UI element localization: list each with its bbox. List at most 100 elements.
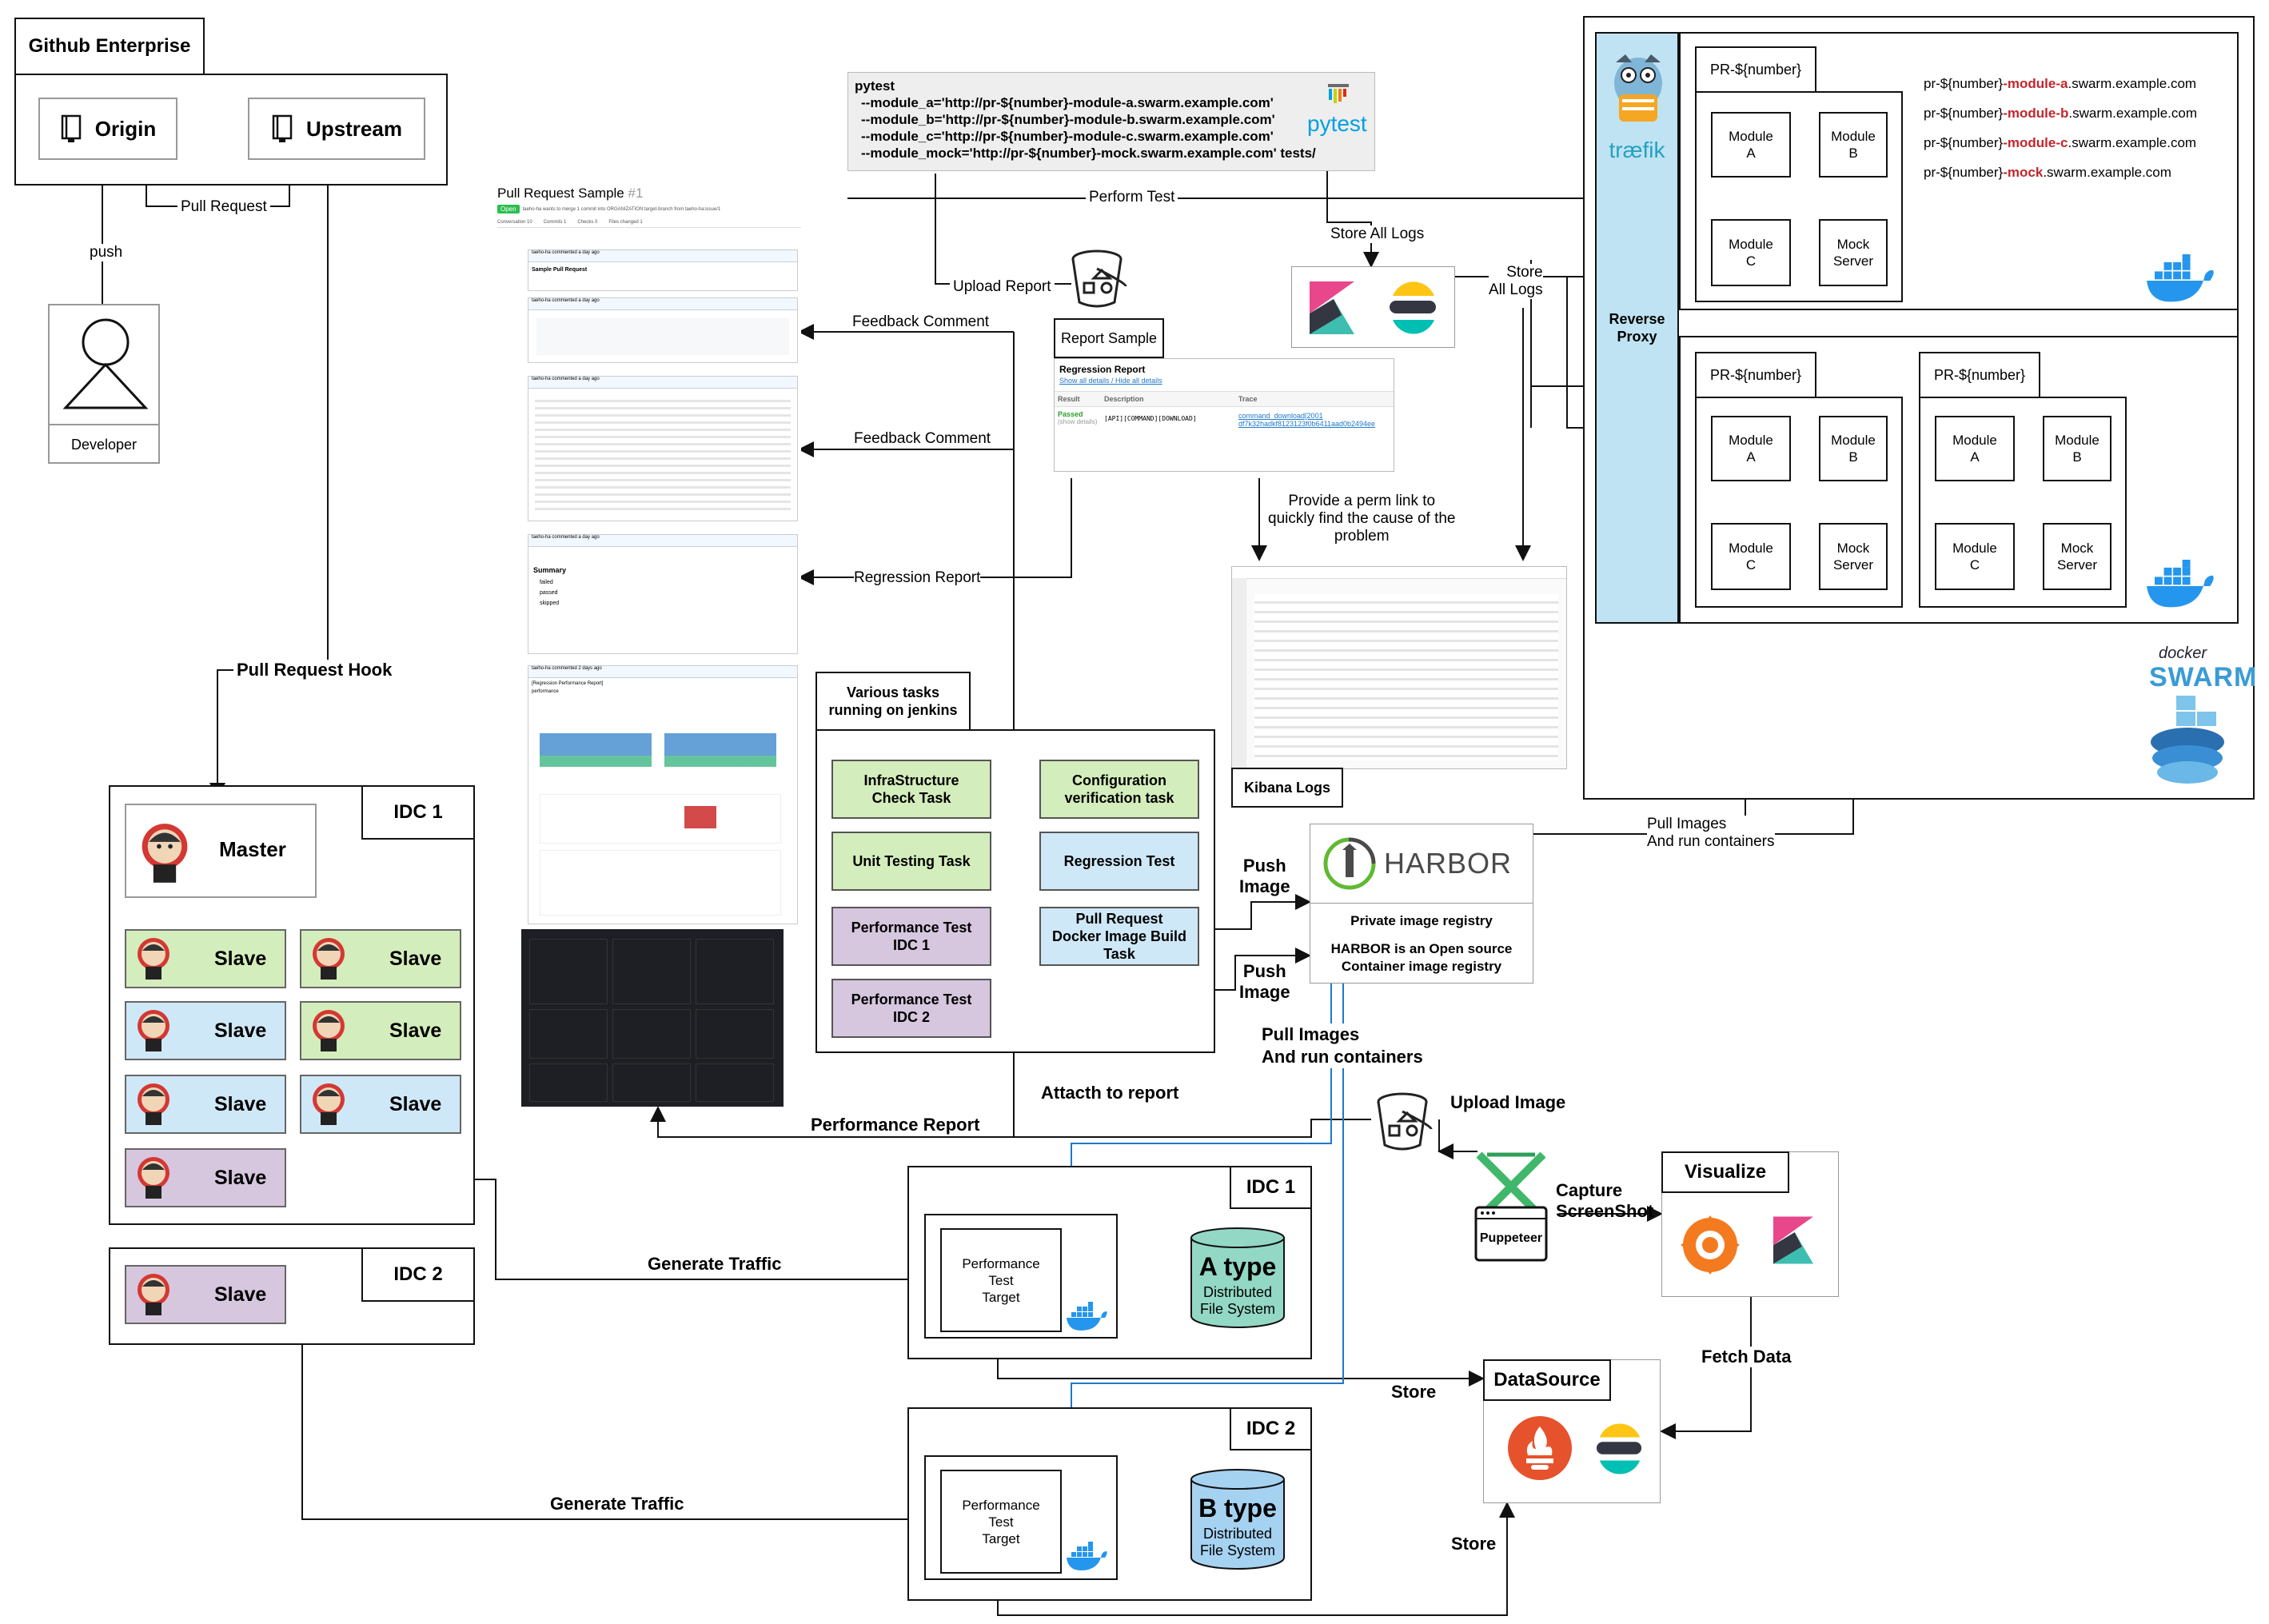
grafana-icon <box>1681 1215 1740 1275</box>
repo-icon <box>61 114 81 142</box>
harbor-icon <box>1323 837 1376 890</box>
harbor-registry: HARBOR Private image registry HARBOR is … <box>1310 824 1533 984</box>
module-b: Module B <box>1819 416 1888 481</box>
slave-label: Slave <box>389 1019 442 1042</box>
kibana-logs-label: Kibana Logs <box>1243 779 1330 796</box>
jenkins-idc2-tab: IDC 2 <box>361 1247 475 1302</box>
docker-icon <box>2147 254 2214 302</box>
slave-label: Slave <box>214 1166 267 1189</box>
url-item: pr-${number}-mock.swarm.example.com <box>1924 158 2197 187</box>
slave-node: Slave <box>125 1001 286 1060</box>
perm-link-label: Provide a perm link to quickly find the … <box>1268 493 1456 545</box>
pytest-line: --module_b='http://pr-${number}-module-b… <box>861 112 1275 127</box>
pr-number-tab: PR-${number} <box>1695 46 1816 93</box>
task-label: Configuration verification task <box>1064 772 1174 806</box>
pytest-logo-text: pytest <box>1307 111 1367 136</box>
github-title-text: Github Enterprise <box>28 35 191 57</box>
show-details-link[interactable]: (show details) <box>1058 418 1098 425</box>
mock-server: Mock Server <box>1819 219 1888 286</box>
push-image-label: Push Image <box>1239 961 1290 1003</box>
comment-header: taeho-ha commented a day ago <box>528 377 797 389</box>
slave-label: Slave <box>214 1019 267 1042</box>
datasource-tab: DataSource <box>1483 1359 1611 1401</box>
perf-report-sub: performance <box>532 689 559 694</box>
pr-tab: Conversation 10 <box>497 220 532 225</box>
task-configuration-verification: Configuration verification task <box>1039 760 1199 819</box>
target-label: Performance Test Target <box>962 1255 1040 1305</box>
capture-screenshot-label: Capture ScreenShot <box>1556 1180 1654 1221</box>
jenkins-icon <box>138 1274 169 1315</box>
slave-label: Slave <box>214 1092 267 1115</box>
perf-report-title: [Regression Performance Report] <box>532 681 604 686</box>
task-label: Unit Testing Task <box>852 853 971 869</box>
upload-report-label: Upload Report <box>950 278 1055 296</box>
test-description: [API][COMMAND][DOWNLOAD] <box>1104 415 1197 422</box>
swarm-logo-docker-text: docker <box>2159 644 2207 662</box>
show-hide-details-link[interactable]: Show all details / Hide all details <box>1059 377 1162 385</box>
jenkins-icon <box>138 1010 169 1051</box>
target-label: Performance Test Target <box>962 1497 1040 1546</box>
comment-header: taeho-ha commented a day ago <box>528 250 797 262</box>
performance-test-target: Performance Test Target <box>940 1228 1062 1332</box>
task-label: Performance Test IDC 2 <box>851 992 972 1025</box>
pull-request-label: Pull Request <box>177 198 270 216</box>
task-label: InfraStructure Check Task <box>863 772 959 806</box>
pytest-line: pytest <box>855 78 895 94</box>
report-row: Passed(show details) [API][COMMAND][DOWN… <box>1055 407 1394 433</box>
module-a: Module A <box>1711 416 1791 481</box>
module-label: Module A <box>1729 433 1773 465</box>
store-label: Store <box>1391 1382 1437 1402</box>
summary-item: failed <box>540 580 553 585</box>
pytest-command: pytest --module_a='http://pr-${number}-m… <box>855 78 1316 162</box>
store-all-logs-label: Store All Logs <box>1327 225 1428 243</box>
reverse-proxy-column: træfik Reverse Proxy <box>1595 32 1679 624</box>
summary-item: passed <box>540 590 558 596</box>
regression-report-label: Regression Report <box>854 569 981 587</box>
slave-node: Slave <box>300 1075 461 1134</box>
harbor-description-2: HARBOR is an Open source Container image… <box>1330 941 1513 974</box>
jenkins-master: Master <box>125 804 317 898</box>
puppeteer-icon <box>1474 1151 1548 1262</box>
origin-label: Origin <box>94 116 157 141</box>
comment-header: taeho-ha commented 2 days ago <box>528 666 797 678</box>
task-label: Performance Test IDC 1 <box>851 920 972 953</box>
attach-report-label: Attacth to report <box>1041 1083 1179 1103</box>
slave-label: Slave <box>214 1283 267 1306</box>
feedback-comment-label: Feedback Comment <box>854 430 991 448</box>
pr-number-tab: PR-${number} <box>1695 352 1816 398</box>
mock-server: Mock Server <box>2043 523 2111 590</box>
pr-comment-card: taeho-ha commented a day ago <box>528 376 798 521</box>
col-description: Description <box>1104 395 1144 403</box>
jenkins-icon <box>142 824 188 883</box>
url-highlight: -mock <box>2003 165 2044 180</box>
slave-node: Slave <box>125 929 286 988</box>
slave-node: Slave <box>125 1148 286 1207</box>
docker-icon <box>1067 1542 1107 1570</box>
database-cylinder-icon <box>1190 1227 1285 1328</box>
kibana-logs-tab: Kibana Logs <box>1231 768 1343 808</box>
passed-status: Passed <box>1058 410 1083 418</box>
puppeteer-label: Puppeteer <box>1479 1231 1543 1245</box>
module-c: Module C <box>1711 523 1791 590</box>
push-label: push <box>86 244 126 261</box>
harbor-description: Private image registry <box>1350 913 1493 928</box>
pr-number-tab: PR-${number} <box>1919 352 2040 398</box>
developer-icon <box>62 318 149 409</box>
upload-image-label: Upload Image <box>1450 1092 1566 1112</box>
trace-link[interactable]: command_download[2001 <box>1238 412 1323 420</box>
store-all-logs-swarm-label: Store All Logs <box>1489 264 1543 299</box>
fs-label: Distributed File System <box>1199 1526 1276 1558</box>
summary-heading: Summary <box>533 566 567 574</box>
pr-comment-card: taeho-ha commented a day ago <box>528 297 798 363</box>
module-label: Mock Server <box>2056 541 2098 573</box>
slave-label: Slave <box>214 947 267 970</box>
jenkins-idc1-tab: IDC 1 <box>361 785 475 840</box>
pull-images-label: Pull Images And run containers <box>1647 816 1775 851</box>
pr-sample-title: Pull Request Sample <box>497 186 624 201</box>
trace-link[interactable]: df7k32hadkf8123123f0b6411aad0b2494ee <box>1238 420 1375 428</box>
pr-status-badge: Open <box>497 205 520 213</box>
module-label: Module A <box>1729 129 1773 161</box>
comment-header: taeho-ha commented a day ago <box>528 535 797 547</box>
